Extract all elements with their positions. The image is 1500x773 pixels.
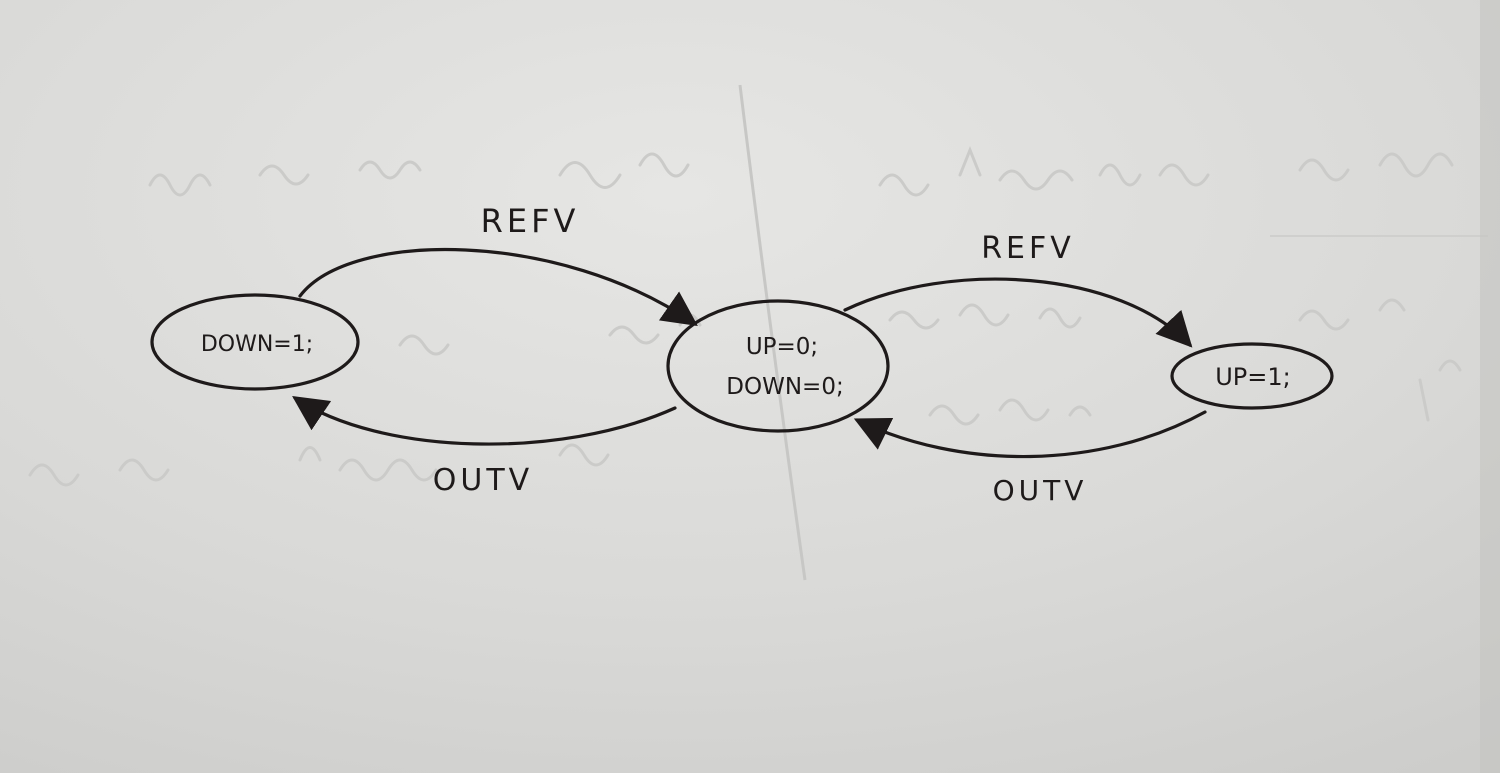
transition-down-to-idle-label: REFV [481, 202, 580, 240]
transition-up-to-idle-arrow [853, 410, 1207, 459]
state-idle-label-line-1: UP=0; [746, 334, 818, 360]
page-fold-line [738, 84, 807, 581]
transition-idle-to-down-arrow [292, 396, 677, 446]
state-up-node [1170, 342, 1334, 410]
page-edge-shadow [1480, 0, 1500, 773]
transition-idle-to-up-arrow [843, 277, 1193, 348]
state-down-label: DOWN=1; [201, 332, 313, 357]
state-idle-node [666, 299, 890, 433]
state-down-node [150, 293, 360, 391]
state-nodes [150, 293, 1334, 433]
transition-idle-to-down-label: OUTV [433, 463, 533, 498]
state-up-label: UP=1; [1215, 363, 1291, 391]
transition-idle-to-up-label: REFV [981, 231, 1075, 266]
transition-arrows [292, 247, 1207, 459]
transition-up-to-idle-label: OUTV [993, 474, 1088, 507]
state-idle-label-line-2: DOWN=0; [726, 374, 843, 400]
transition-down-to-idle-arrow [298, 247, 698, 327]
bleed-through-marks [28, 145, 1462, 487]
